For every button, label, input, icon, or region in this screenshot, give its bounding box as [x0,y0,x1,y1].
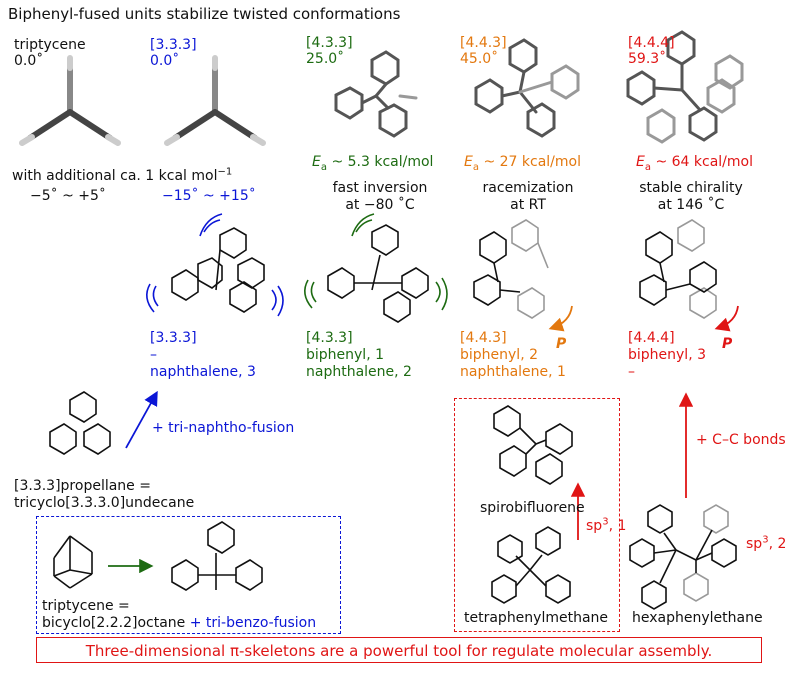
c444-label: [4.4.4] [628,35,675,51]
tri-naphtho-arrow [125,390,158,449]
spiro-tetraphenyl-box [454,398,620,632]
c333-range: −15˚ ~ +15˚ [162,188,256,204]
triptycene-2d-structure [171,521,263,591]
c443-2d-structure [473,219,549,319]
hexaphenylethane-label: hexaphenylethane [632,610,763,626]
c433-activation-energy: Ea ~ 5.3 kcal/mol [312,154,434,173]
triptycene-angle: 0.0˚ [14,53,44,69]
c433-2d-structure [327,224,429,323]
c333-3d-model [164,55,266,146]
spirobifluorene-structure [493,405,573,485]
sp3-2-label: sp3, 2 [746,534,787,552]
additional-energy-note: with additional ca. 1 kcal mol−1 [12,166,233,184]
c333-angle: 0.0˚ [150,53,180,69]
c444-3d-model [626,30,744,144]
c333-2d-structure [171,227,265,313]
c333-vibration-marks [146,213,284,317]
c444-2d-structure [639,219,717,319]
c443-helicity-arrow [548,305,573,332]
diagram-title: Biphenyl-fused units stabilize twisted c… [8,5,401,23]
propellane-structure [49,391,111,455]
c444-activation-energy: Ea ~ 64 kcal/mol [636,154,753,173]
propellane-label: [3.3.3]propellane =tricyclo[3.3.3.0]unde… [14,478,195,511]
bicyclooctane-structure [53,535,93,589]
c433-vibration-marks [304,213,448,311]
c444-angle: 59.3˚ [628,51,667,67]
c443-helicity-label: P [556,336,567,352]
c333-composition: [3.3.3]–naphthalene, 3 [150,330,256,380]
triptycene-definition: triptycene =bicyclo[2.2.2]octane + tri-b… [42,598,317,631]
triptycene-label: triptycene [14,37,86,53]
c443-activation-energy: Ea ~ 27 kcal/mol [464,154,581,173]
c433-angle: 25.0˚ [306,51,345,67]
c443-label: [4.4.3] [460,35,507,51]
c443-angle: 45.0˚ [460,51,499,67]
triptycene-range: −5˚ ~ +5˚ [30,188,106,204]
triptycene-3d-model [19,55,121,146]
triptycene-box [36,516,341,634]
spirobifluorene-label: spirobifluorene [480,500,585,516]
tetraphenylmethane-label: tetraphenylmethane [464,610,609,626]
c333-label: [3.3.3] [150,37,197,53]
c444-helicity-arrow [714,305,739,332]
c444-helicity-label: P [722,336,733,352]
tetraphenylmethane-structure [491,526,571,604]
hexaphenylethane-structure [629,504,737,610]
tri-naphtho-fusion-label: + tri-naphtho-fusion [152,420,295,436]
c444-composition: [4.4.4]biphenyl, 3– [628,330,707,380]
conclusion-banner: Three-dimensional π-skeletons are a powe… [36,637,762,663]
c433-3d-model [334,50,418,138]
sp3-1-label: sp3, 1 [586,516,627,534]
c443-3d-model [474,38,580,138]
c433-label: [4.3.3] [306,35,353,51]
cc-bonds-label: + C–C bonds [696,432,786,448]
